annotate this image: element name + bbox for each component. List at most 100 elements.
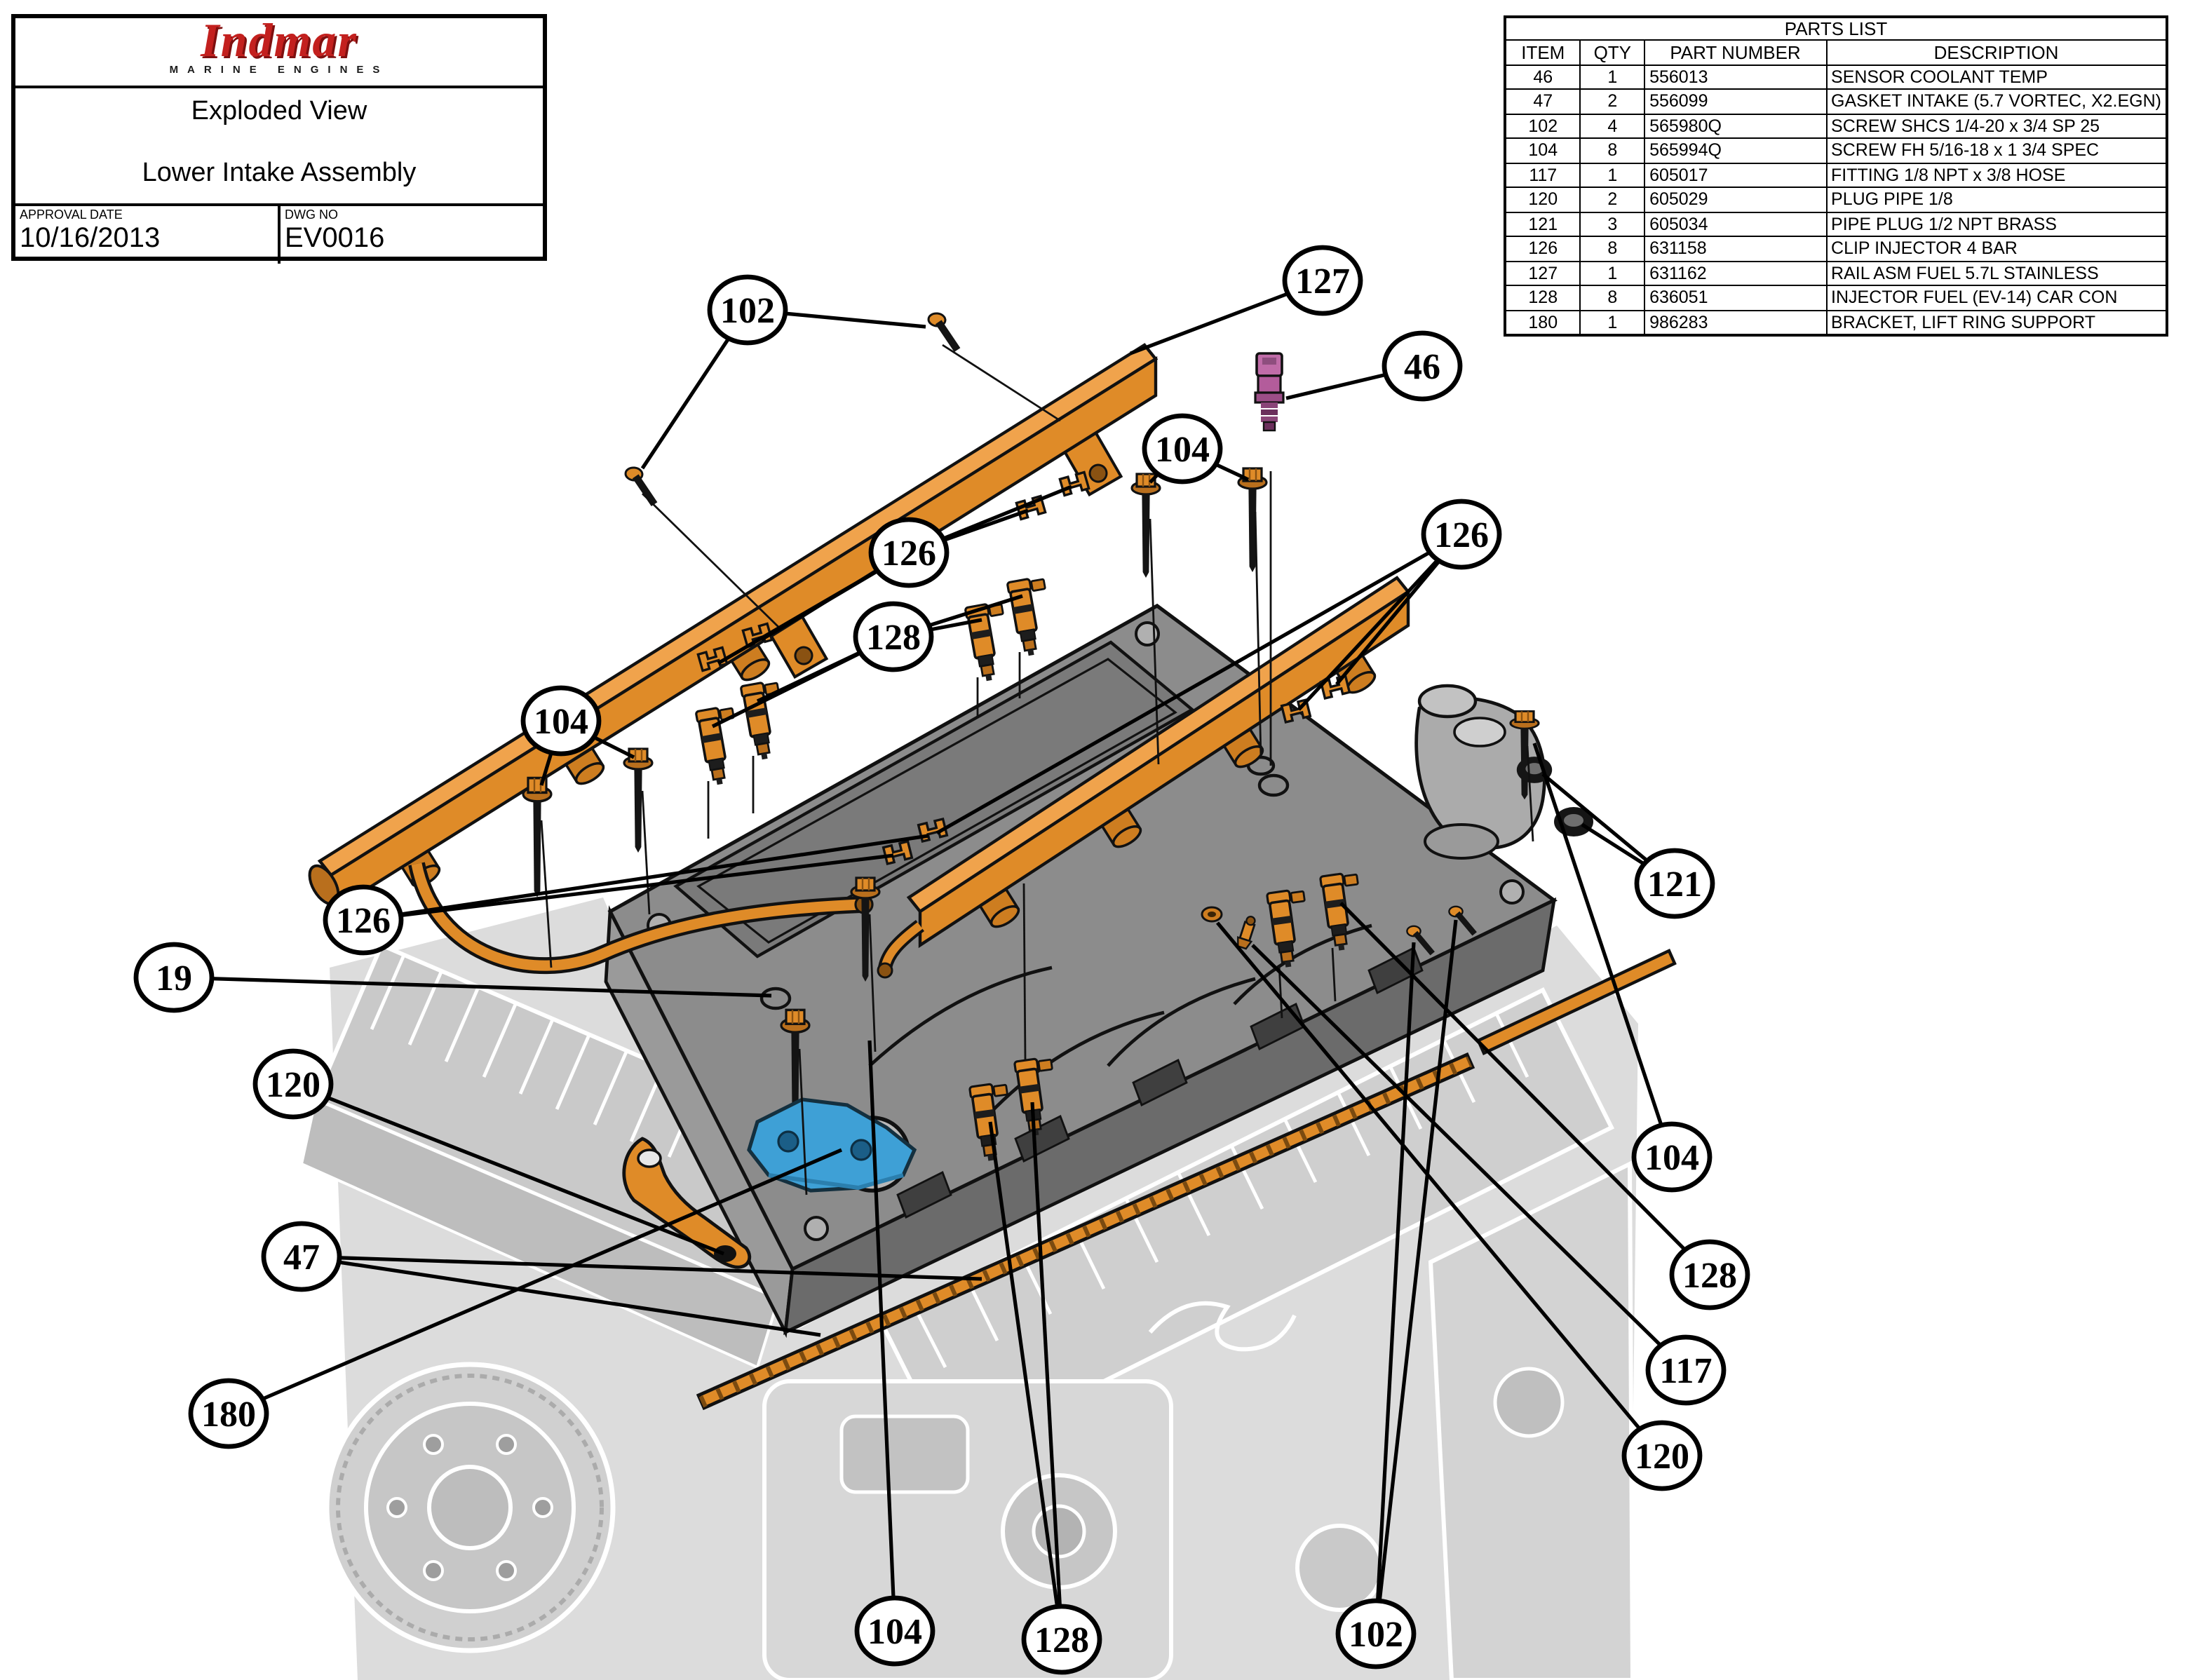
leader-line-120 xyxy=(1216,921,1663,1457)
callout-104: 104 xyxy=(854,1595,935,1667)
callout-label-104: 104 xyxy=(534,702,588,742)
callout-19: 19 xyxy=(133,942,215,1013)
leader-line-102 xyxy=(1374,942,1416,1634)
callout-126: 126 xyxy=(323,884,404,956)
leader-line-120 xyxy=(292,1082,724,1256)
callout-180: 180 xyxy=(188,1378,269,1449)
dwg-no-cell: DWG NO EV0016 xyxy=(281,206,543,264)
callout-47: 47 xyxy=(261,1221,342,1292)
callout-128: 128 xyxy=(1021,1604,1102,1675)
leader-line-47 xyxy=(301,1254,982,1281)
callout-128: 128 xyxy=(853,601,934,672)
thermostat-housing xyxy=(1414,684,1546,860)
callout-120: 120 xyxy=(1621,1420,1703,1491)
callout-label-19: 19 xyxy=(156,958,192,998)
dwg-no-value: EV0016 xyxy=(285,223,385,254)
leader-line-19 xyxy=(173,975,772,998)
callout-121: 121 xyxy=(1634,848,1715,919)
leader-line-126 xyxy=(363,853,894,922)
leader-line-126 xyxy=(1297,533,1463,711)
logo-tagline: MARINE ENGINES xyxy=(169,63,389,76)
callout-label-121: 121 xyxy=(1647,865,1702,905)
parts-col-header-part-number: PART NUMBER xyxy=(1644,39,1828,65)
callout-label-104: 104 xyxy=(1644,1138,1699,1178)
leader-line-102 xyxy=(1374,919,1458,1634)
callout-label-126: 126 xyxy=(1434,515,1489,555)
front-cover-details xyxy=(762,1160,1635,1680)
callout-126: 126 xyxy=(1421,499,1502,570)
callout-label-127: 127 xyxy=(1295,262,1350,302)
callout-label-128: 128 xyxy=(1682,1256,1737,1296)
callout-label-180: 180 xyxy=(201,1395,256,1435)
leader-line-47 xyxy=(301,1254,821,1337)
callout-128: 128 xyxy=(1669,1239,1750,1310)
parts-col-header-qty: QTY xyxy=(1579,39,1646,65)
title-block: Indmar MARINE ENGINES Exploded View Lowe… xyxy=(11,14,547,264)
leader-line-126 xyxy=(935,532,1463,835)
leader-line-104 xyxy=(1532,743,1674,1158)
callout-120: 120 xyxy=(252,1048,334,1120)
parts-col-header-item: ITEM xyxy=(1504,39,1581,65)
approval-date-value: 10/16/2013 xyxy=(20,223,161,254)
callout-label-102: 102 xyxy=(720,291,775,331)
callout-104: 104 xyxy=(520,685,602,757)
callout-117: 117 xyxy=(1645,1334,1727,1406)
logo-section: Indmar MARINE ENGINES xyxy=(15,18,543,88)
callout-label-128: 128 xyxy=(1034,1620,1089,1660)
pipe-plug-small xyxy=(1201,906,1223,923)
title-section: Exploded View Lower Intake Assembly xyxy=(15,88,543,206)
callout-46: 46 xyxy=(1382,330,1463,402)
view-title: Exploded View xyxy=(191,97,367,126)
parts-list-title: PARTS LIST xyxy=(1505,17,2167,41)
indmar-logo: Indmar xyxy=(201,15,358,67)
leader-line-128 xyxy=(1339,902,1711,1276)
leader-line-117 xyxy=(1251,944,1687,1371)
approval-date-label: APPROVAL DATE xyxy=(20,208,123,222)
hose-fitting xyxy=(1237,915,1256,950)
callout-label-104: 104 xyxy=(867,1612,922,1652)
dwg-no-label: DWG NO xyxy=(285,208,338,222)
leader-line-128 xyxy=(1030,1102,1064,1640)
hook-bracket xyxy=(622,1137,752,1269)
callout-label-126: 126 xyxy=(336,901,391,941)
callout-104: 104 xyxy=(1142,413,1223,485)
coolant-temp-sensor xyxy=(1254,352,1285,432)
callout-label-104: 104 xyxy=(1155,430,1210,470)
callout-label-128: 128 xyxy=(866,618,921,658)
callout-label-120: 120 xyxy=(1635,1437,1689,1477)
engine-block xyxy=(299,897,1638,1680)
callout-127: 127 xyxy=(1282,245,1363,316)
leader-line-128 xyxy=(988,1121,1064,1640)
assembly-lines xyxy=(540,344,1534,1195)
leader-line-126 xyxy=(363,834,929,922)
callout-label-46: 46 xyxy=(1404,347,1440,387)
callout-label-117: 117 xyxy=(1659,1351,1712,1391)
callout-102: 102 xyxy=(707,274,788,346)
flywheel xyxy=(324,1362,616,1653)
callout-102: 102 xyxy=(1335,1598,1417,1669)
approval-date-cell: APPROVAL DATE 10/16/2013 xyxy=(15,206,281,264)
leader-line-104 xyxy=(867,1040,897,1632)
leader-line-180 xyxy=(227,1148,843,1416)
parts-col-header-description: DESCRIPTION xyxy=(1825,39,2168,65)
callout-label-47: 47 xyxy=(283,1238,320,1278)
callout-104: 104 xyxy=(1631,1121,1713,1193)
callout-label-120: 120 xyxy=(266,1065,320,1105)
intake-gaskets xyxy=(696,949,1677,1411)
callout-label-102: 102 xyxy=(1349,1615,1403,1655)
